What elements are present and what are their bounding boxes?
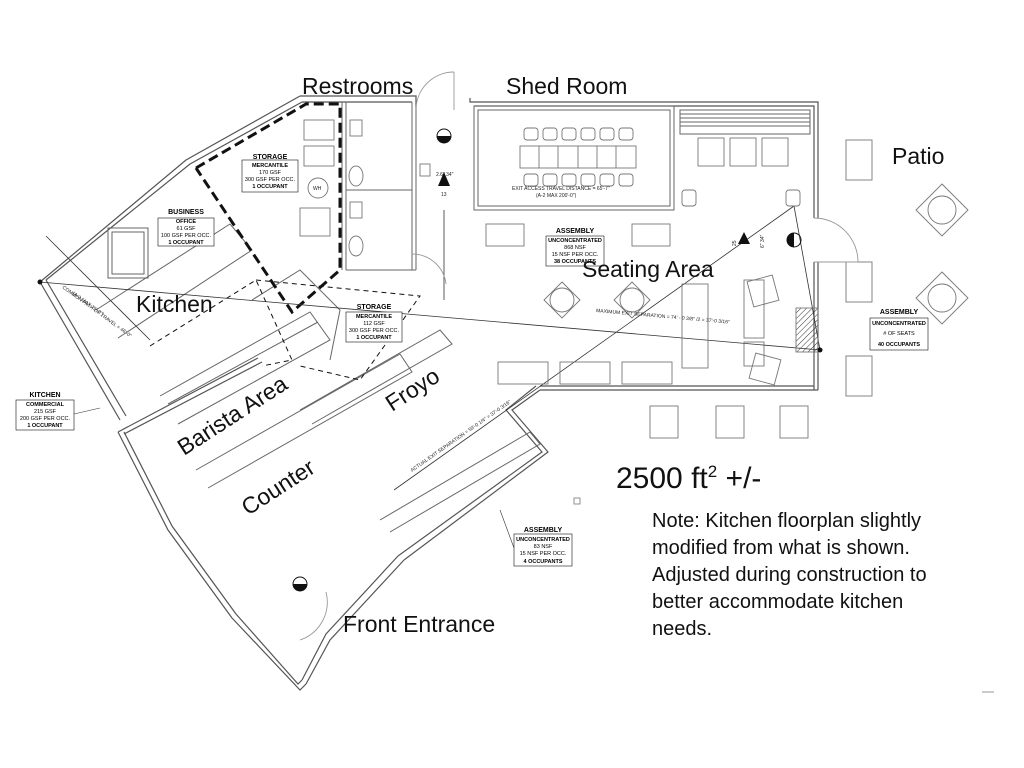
tag-line: 4 OCCUPANTS xyxy=(523,559,562,565)
tag-business: BUSINESS OFFICE 61 GSF 100 GSF PER OCC. … xyxy=(157,209,215,247)
patio-dimension: 6" 34" xyxy=(760,234,766,248)
tag-line: UNCONCENTRATED xyxy=(516,537,570,543)
room-label-barista-area: Barista Area xyxy=(173,370,292,460)
tag-storage-top: STORAGE MERCANTILE 170 GSF 300 GSF PER O… xyxy=(241,154,299,193)
restroom-dimension: 2.6" 34" xyxy=(436,172,454,178)
water-heater-label: WH xyxy=(313,186,322,192)
tag-line: 40 OCCUPANTS xyxy=(878,342,920,348)
tag-line: 38 OCCUPANTS xyxy=(554,259,596,265)
travel-lines xyxy=(39,205,821,491)
area-exponent: 2 xyxy=(707,462,718,481)
tag-line: MERCANTILE xyxy=(252,163,288,169)
tag-assembly-seating: ASSEMBLY UNCONCENTRATED 868 NSF 15 NSF P… xyxy=(545,228,605,267)
tag-line: 1 OCCUPANT xyxy=(356,335,392,341)
tag-assembly-patio: ASSEMBLY UNCONCENTRATED # OF SEATS 40 OC… xyxy=(869,309,929,351)
tag-line: 61 GSF xyxy=(177,226,197,232)
tag-kitchen: KITCHEN COMMERCIAL 215 GSF 200 GSF PER O… xyxy=(15,392,75,431)
exit-access-distance: EXIT ACCESS TRAVEL DISTANCE = 65'-7" xyxy=(512,186,610,192)
tag-line: 112 GSF xyxy=(363,321,385,327)
tag-line: 1 OCCUPANT xyxy=(168,240,204,246)
tag-storage-mid: STORAGE MERCANTILE 112 GSF 300 GSF PER O… xyxy=(345,304,403,343)
tag-line: OFFICE xyxy=(176,219,196,225)
room-label-counter: Counter xyxy=(237,454,320,521)
room-label-seating-area: Seating Area xyxy=(582,256,714,282)
tag-line: 83 NSF xyxy=(534,544,553,550)
tag-title: ASSEMBLY xyxy=(880,309,919,316)
exit-sign-icons xyxy=(37,128,823,592)
restroom-fixtures xyxy=(299,119,431,257)
room-label-froyo: Froyo xyxy=(381,362,444,416)
room-label-restrooms: Restrooms xyxy=(302,73,413,99)
exit-access-max: (A-2 MAX 200'-0") xyxy=(536,193,577,199)
tag-line: 300 GSF PER OCC. xyxy=(245,177,296,183)
restroom-dimension-number: 13 xyxy=(441,192,447,198)
area-value: 2500 ft xyxy=(616,462,708,495)
seating-furniture xyxy=(485,223,819,439)
tag-line: 300 GSF PER OCC. xyxy=(349,328,400,334)
total-area: 2500 ft2 +/- xyxy=(616,462,1016,496)
room-label-kitchen: Kitchen xyxy=(136,291,213,317)
tag-line: 868 NSF xyxy=(564,245,586,251)
tag-line: UNCONCENTRATED xyxy=(548,238,602,244)
room-label-front-entrance: Front Entrance xyxy=(343,611,495,637)
max-exit-separation: MAXIMUM EXIT SEPARATION = 74' - 0 3/8" /… xyxy=(596,308,730,326)
doors xyxy=(299,71,859,641)
dimension-annotations: 2.6" 34" 13 6" 34" 25 WH EXIT ACCESS TRA… xyxy=(61,172,766,474)
tag-title: BUSINESS xyxy=(168,209,204,216)
tag-line: # OF SEATS xyxy=(883,331,915,337)
tag-title: ASSEMBLY xyxy=(524,527,563,534)
shed-room-tables xyxy=(519,127,801,207)
patio-furniture xyxy=(845,139,969,397)
tag-title: KITCHEN xyxy=(29,392,60,399)
tag-title: STORAGE xyxy=(357,304,392,311)
tag-line: 200 GSF PER OCC. xyxy=(20,416,71,422)
tag-line: 100 GSF PER OCC. xyxy=(161,233,212,239)
common-path-max: (A-2 MAX 75'-0") xyxy=(71,291,105,318)
notes-panel: 2500 ft2 +/- Note: Kitchen floorplan sli… xyxy=(616,462,1016,643)
interior-walls xyxy=(95,102,811,533)
room-label-shed-room: Shed Room xyxy=(506,73,627,99)
construction-note: Note: Kitchen floorplan slightly modifie… xyxy=(652,510,927,640)
actual-exit-separation: ACTUAL EXIT SEPARATION = 59'-0 1/4" > 37… xyxy=(410,399,513,474)
patio-dimension-number: 25 xyxy=(732,240,738,246)
tag-line: 170 GSF xyxy=(259,170,282,176)
tag-title: ASSEMBLY xyxy=(556,228,595,235)
tag-line: 1 OCCUPANT xyxy=(252,184,288,190)
tag-line: 215 GSF xyxy=(34,409,57,415)
tag-line: 1 OCCUPANT xyxy=(27,423,63,429)
area-suffix: +/- xyxy=(717,462,762,495)
tag-line: UNCONCENTRATED xyxy=(872,321,926,327)
tag-title: STORAGE xyxy=(253,154,288,161)
tag-line: COMMERCIAL xyxy=(26,402,65,408)
tag-line: MERCANTILE xyxy=(356,314,392,320)
tag-assembly-front: ASSEMBLY UNCONCENTRATED 83 NSF 15 NSF PE… xyxy=(513,527,573,567)
tag-line: 15 NSF PER OCC. xyxy=(552,252,599,258)
room-label-patio: Patio xyxy=(892,143,944,169)
tag-line: 15 NSF PER OCC. xyxy=(520,551,567,557)
